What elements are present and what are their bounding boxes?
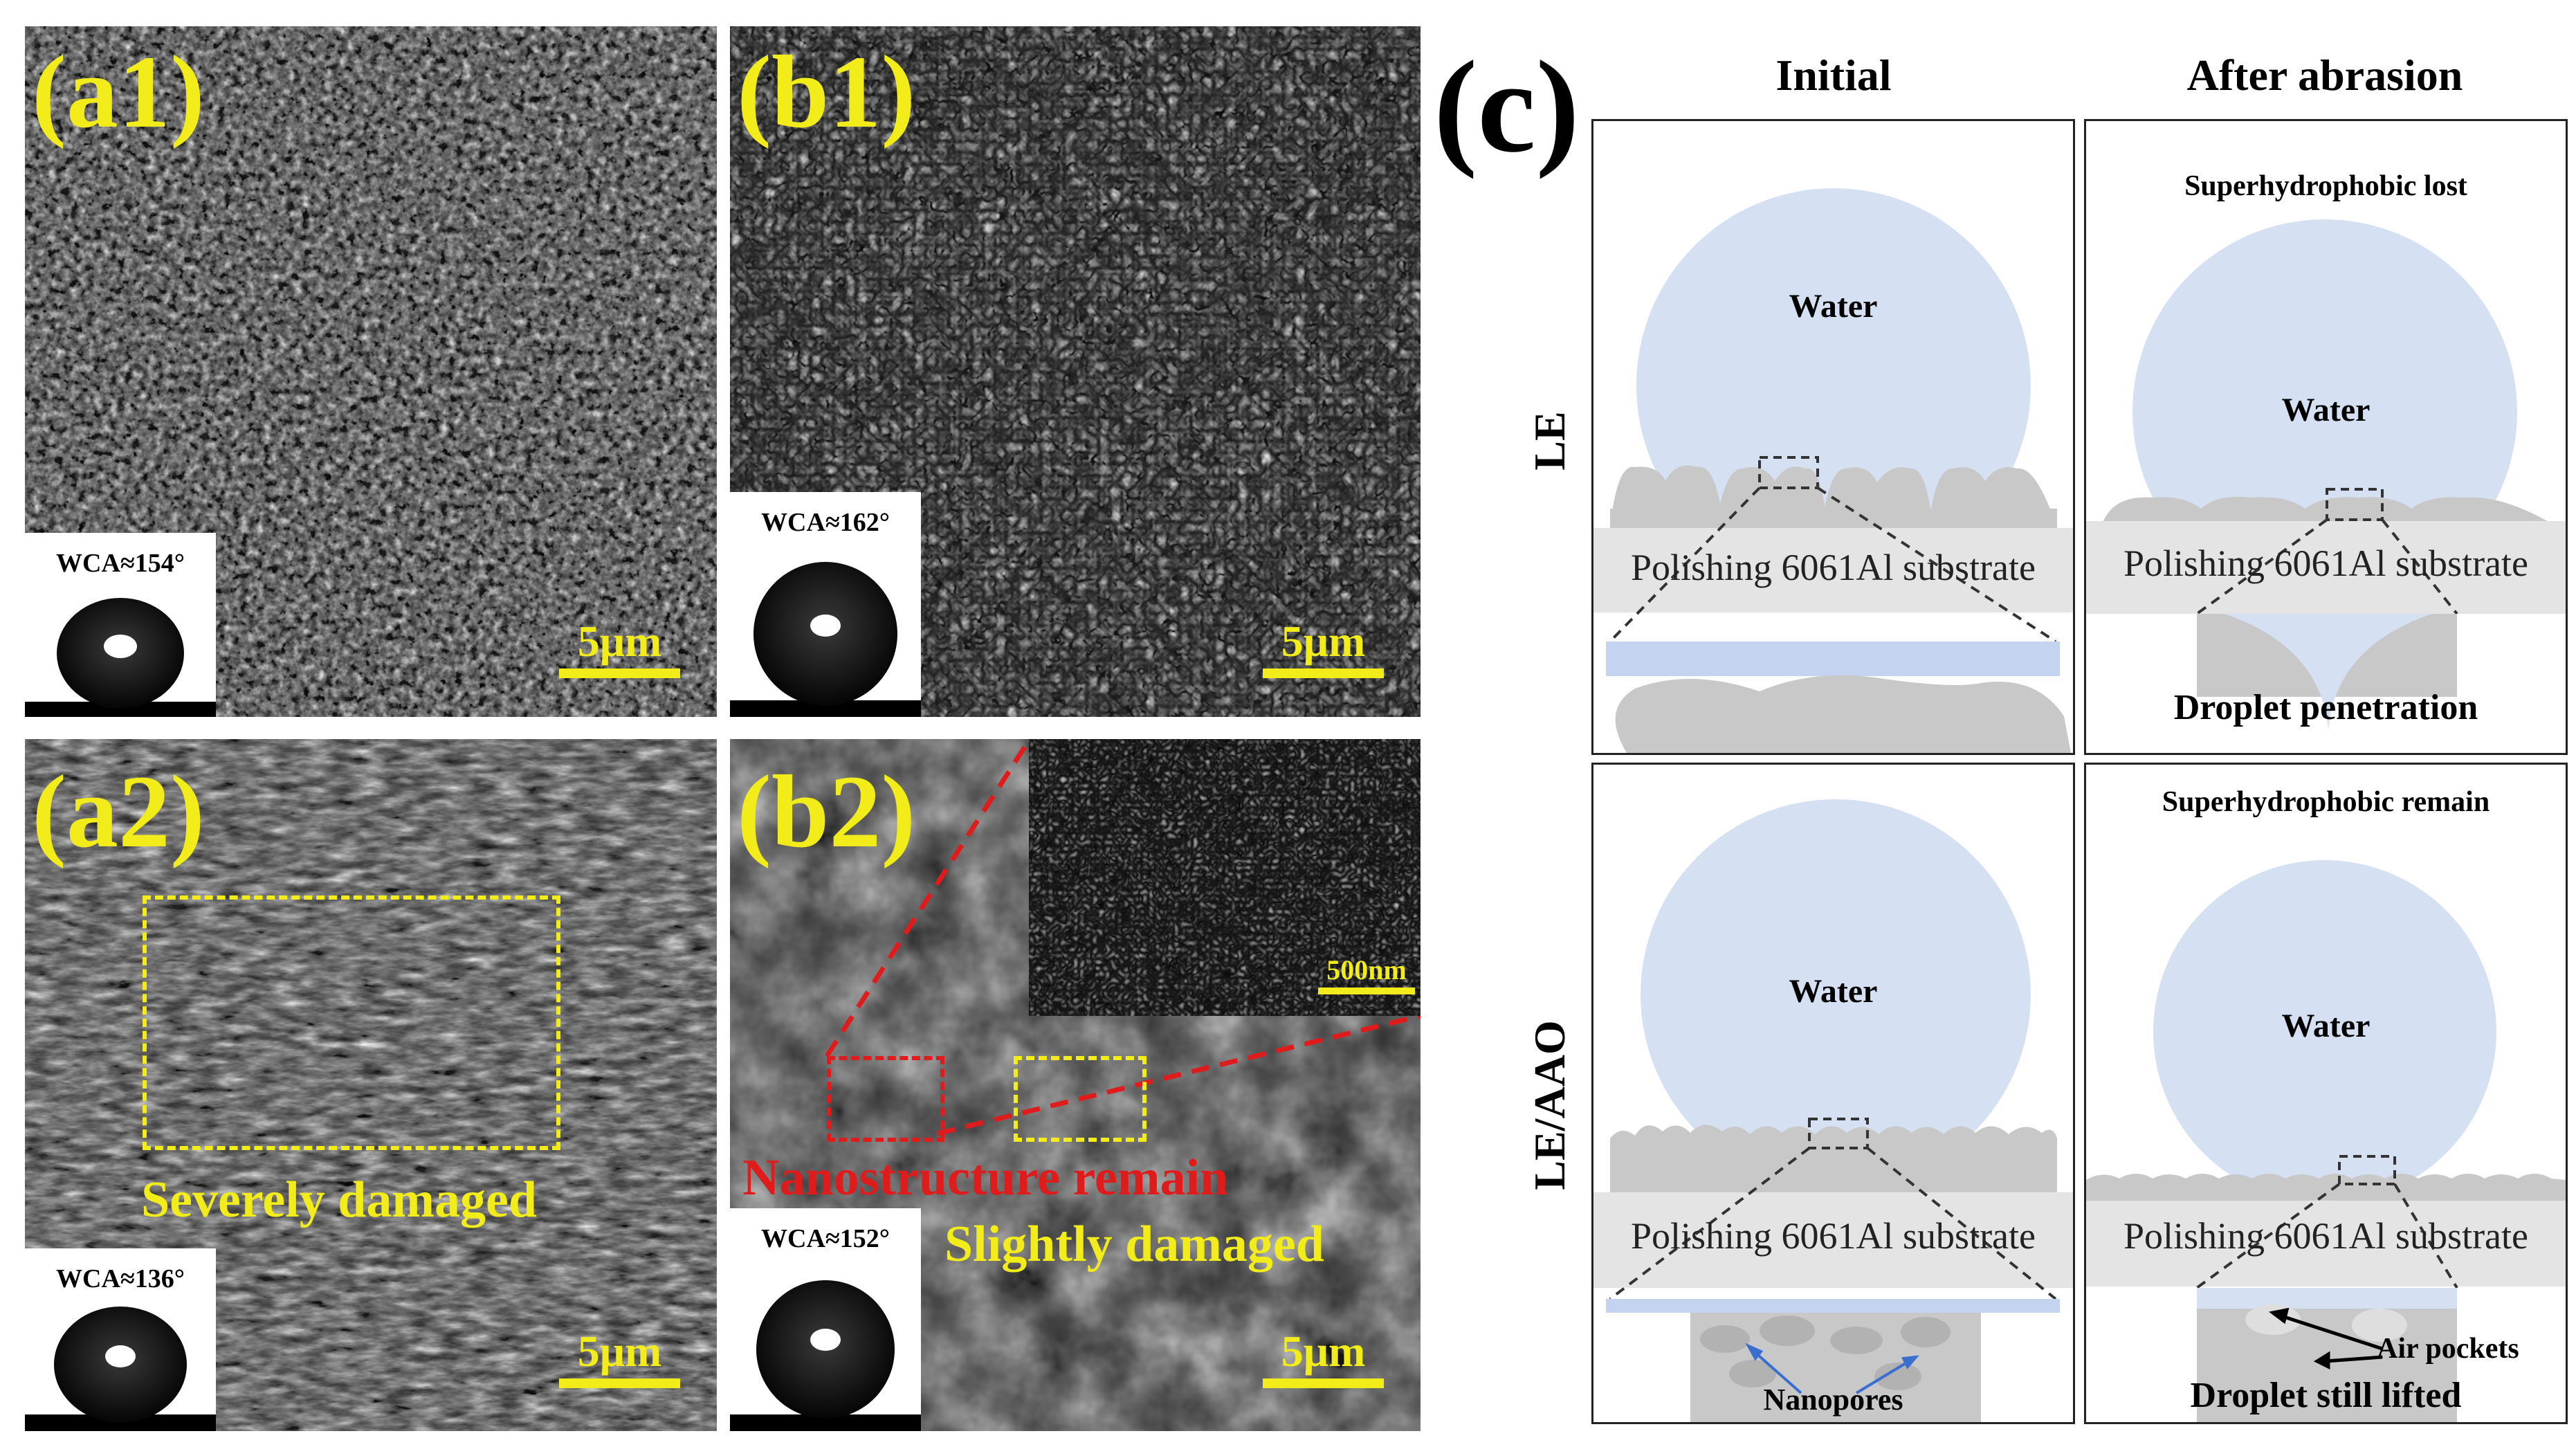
aao-after-caption: Droplet still lifted xyxy=(2190,1376,2462,1415)
wca-inset-b1: WCA≈162° xyxy=(730,492,921,717)
wca-inset-a1: WCA≈154° xyxy=(25,533,216,717)
zoom-inset-nanostructure: 500nm xyxy=(1029,739,1421,1016)
nanostructure-texture xyxy=(1029,739,1421,1016)
panel-label-a1: (a1) xyxy=(32,35,205,149)
scale-bar-b1-label: 5μm xyxy=(1281,617,1366,666)
sem-panel-a2: (a2) Severely damaged WCA≈136° 5μm xyxy=(25,739,717,1431)
wca-inset-b2: WCA≈152° xyxy=(730,1208,921,1431)
panel-label-b2: (b2) xyxy=(737,754,916,869)
column-header-after-abrasion: After abrasion xyxy=(2186,51,2463,100)
droplet-icon xyxy=(25,598,216,717)
water-label: Water xyxy=(1789,288,1878,325)
scale-bar-b2-line xyxy=(1263,1378,1384,1388)
substrate-label: Polishing 6061Al substrate xyxy=(2123,1215,2528,1257)
aao-after-drawing xyxy=(2086,860,2566,1422)
aao-initial-drawing xyxy=(1593,799,2073,1422)
nanostructure-region-box xyxy=(827,1056,944,1142)
row-label-le-aao: LE/AAO xyxy=(1525,1020,1574,1190)
droplet-icon xyxy=(25,1307,216,1431)
damage-region-box xyxy=(143,895,560,1150)
panel-label-c: (c) xyxy=(1434,35,1580,180)
droplet-icon xyxy=(730,1280,921,1431)
wca-value-b2: WCA≈152° xyxy=(761,1224,890,1253)
aao-after-zoom-label: Air pockets xyxy=(2377,1333,2519,1365)
water-label: Water xyxy=(2281,392,2371,428)
water-label: Water xyxy=(1789,973,1878,1010)
scale-bar-a2-label: 5μm xyxy=(577,1327,662,1376)
droplet-icon xyxy=(730,562,921,717)
scale-bar-zoom-label: 500nm xyxy=(1326,954,1407,985)
scale-bar-zoom: 500nm xyxy=(1318,954,1415,994)
substrate-label: Polishing 6061Al substrate xyxy=(1630,1215,2036,1257)
substrate-label: Polishing 6061Al substrate xyxy=(2123,543,2528,584)
scale-bar-a1-line xyxy=(559,668,680,678)
le-after-status: Superhydrophobic lost xyxy=(2184,170,2467,202)
slight-damage-region-box xyxy=(1014,1056,1147,1142)
scale-bar-b2: 5μm xyxy=(1263,1326,1384,1388)
row-label-le: LE xyxy=(1525,411,1574,471)
column-header-initial: Initial xyxy=(1775,51,1892,100)
le-after-drawing xyxy=(2086,219,2566,730)
water-label: Water xyxy=(2281,1008,2371,1044)
le-initial-drawing xyxy=(1593,188,2073,753)
scale-bar-b1-line xyxy=(1263,668,1384,678)
wca-value-a2: WCA≈136° xyxy=(56,1264,185,1293)
aao-after-status: Superhydrophobic remain xyxy=(2162,786,2490,818)
annotation-slightly-damaged: Slightly damaged xyxy=(944,1216,1324,1273)
scale-bar-b2-label: 5μm xyxy=(1281,1327,1366,1376)
scale-bar-a1: 5μm xyxy=(559,616,680,678)
schematic-le-after: Superhydrophobic lost Water Polishing 60… xyxy=(2084,119,2568,755)
wca-value-a1: WCA≈154° xyxy=(56,549,185,578)
panel-label-b1: (b1) xyxy=(737,35,916,149)
panel-label-a2: (a2) xyxy=(32,754,205,869)
substrate-label: Polishing 6061Al substrate xyxy=(1630,547,2036,588)
aao-initial-zoom-label: Nanopores xyxy=(1763,1383,1903,1417)
wca-inset-a2: WCA≈136° xyxy=(25,1248,216,1431)
schematic-le-initial: Water Polishing 6061Al substrate xyxy=(1591,119,2075,755)
scale-bar-b1: 5μm xyxy=(1263,616,1384,678)
schematic-aao-initial: Water Polishing 6061Al substrate Nanopor… xyxy=(1591,763,2075,1424)
annotation-severely-damaged: Severely damaged xyxy=(141,1172,538,1228)
sem-panel-b1: (b1) WCA≈162° 5μm xyxy=(730,26,1421,717)
wca-value-b1: WCA≈162° xyxy=(761,508,890,537)
scale-bar-a1-label: 5μm xyxy=(577,617,662,666)
schematic-aao-after: Superhydrophobic remain Water Polishing … xyxy=(2084,763,2568,1424)
sem-panel-a1: (a1) WCA≈154° 5μm xyxy=(25,26,717,717)
scale-bar-a2: 5μm xyxy=(559,1326,680,1388)
annotation-nanostructure-remain: Nanostructure remain xyxy=(742,1149,1229,1206)
scale-bar-zoom-line xyxy=(1318,988,1415,994)
zoom-leader-lines xyxy=(825,739,1421,1136)
le-after-caption: Droplet penetration xyxy=(2173,688,2478,727)
sem-panel-b2: (b2) 500nm Nanostructure remain Slightly… xyxy=(730,739,1421,1431)
scale-bar-a2-line xyxy=(559,1378,680,1388)
